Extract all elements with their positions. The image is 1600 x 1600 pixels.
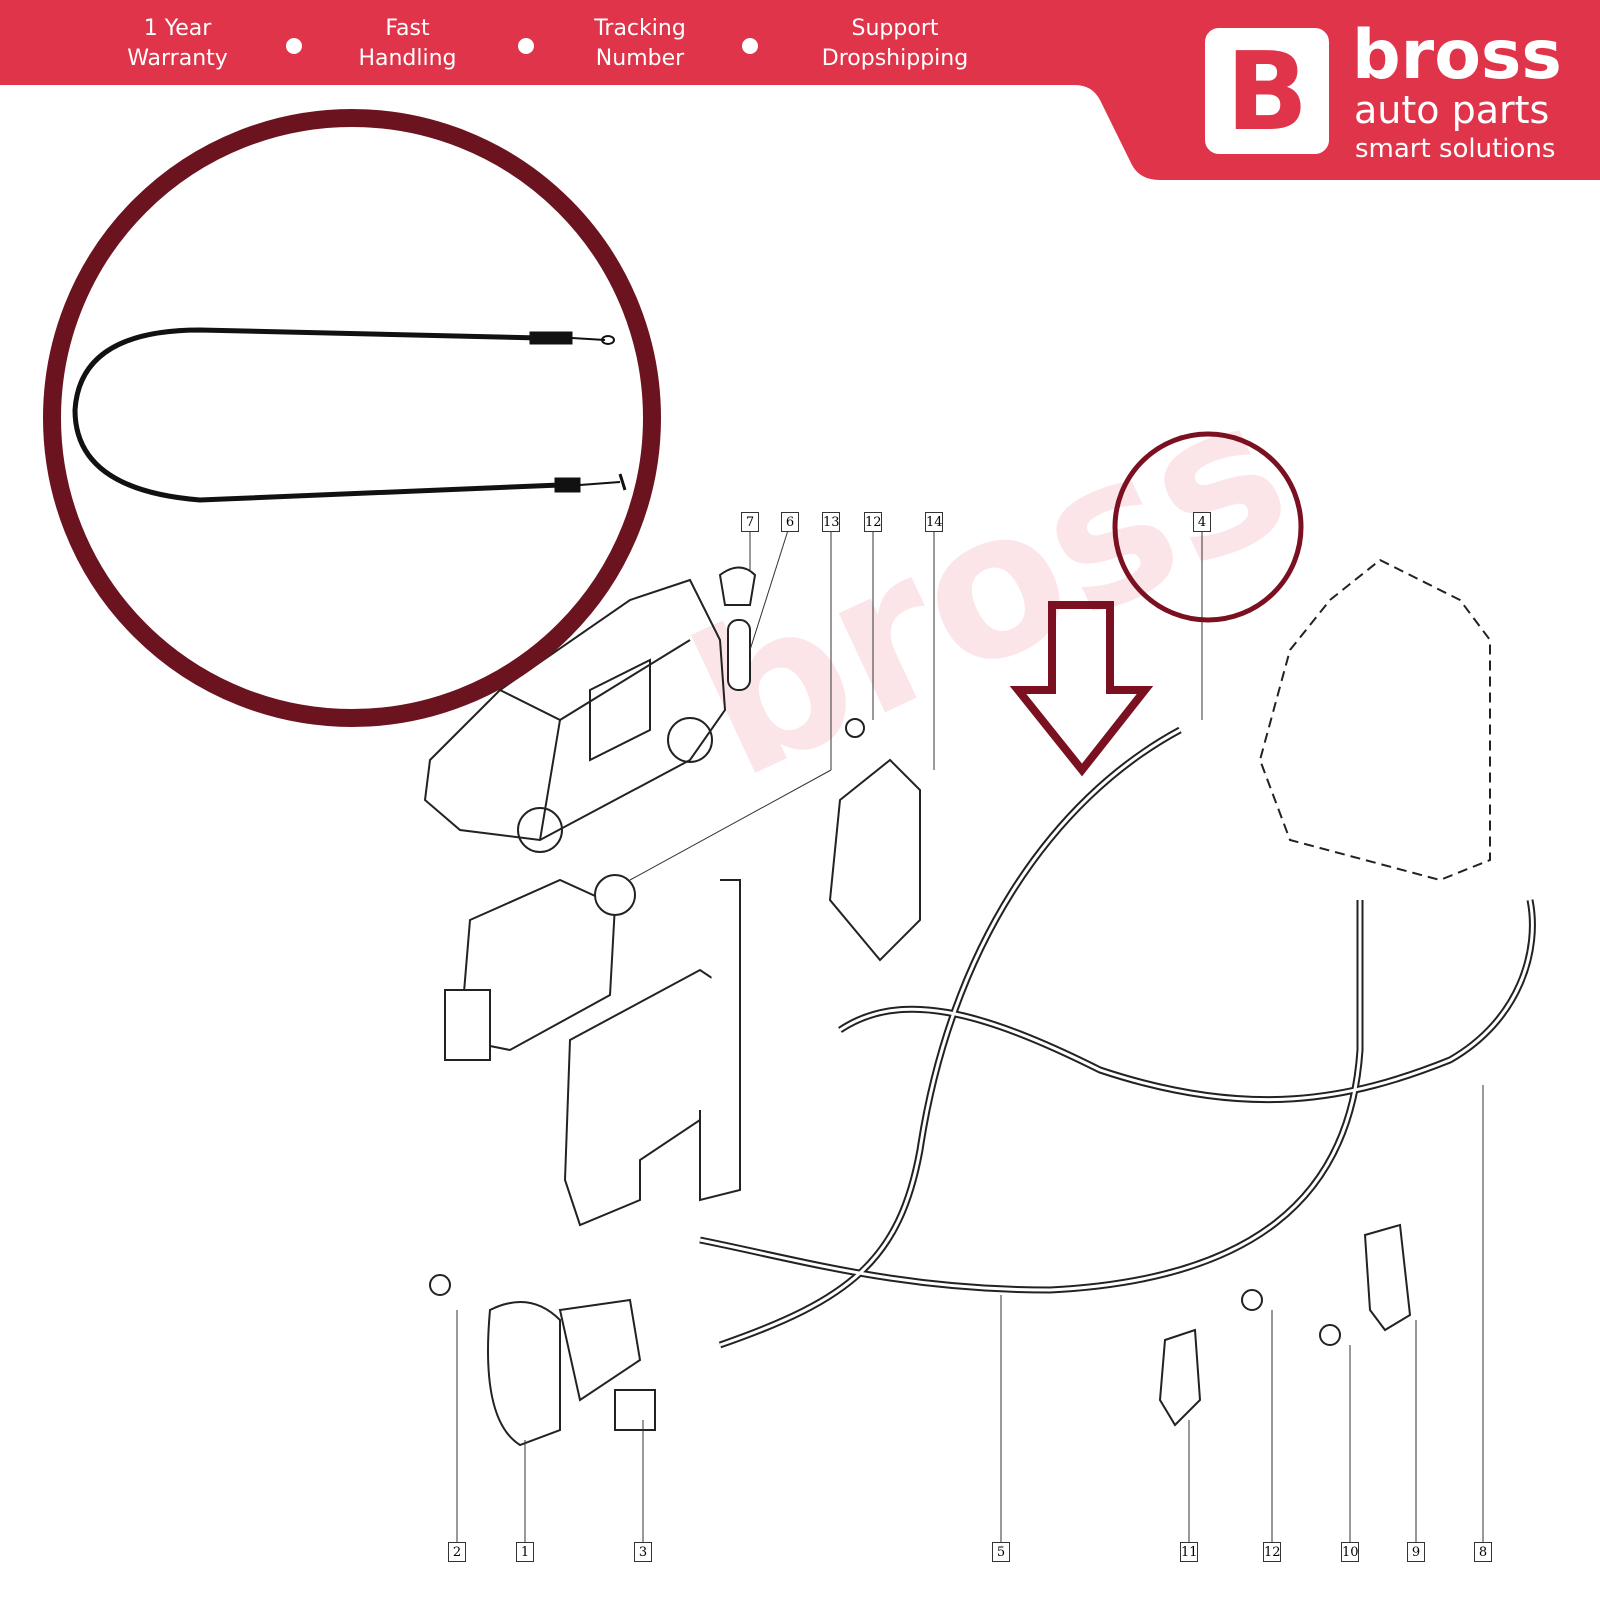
logo-letter: B xyxy=(1225,30,1309,155)
down-arrow-icon xyxy=(1009,601,1154,777)
part-label: 6 xyxy=(781,512,799,532)
separator-dot xyxy=(286,38,302,54)
part-label: 11 xyxy=(1180,1542,1198,1562)
part-label: 14 xyxy=(925,512,943,532)
part-label: 1 xyxy=(516,1542,534,1562)
van-illustration xyxy=(423,578,727,853)
part-label: 8 xyxy=(1474,1542,1492,1562)
brand-logo: B xyxy=(1205,28,1329,155)
brand-sub: auto parts xyxy=(1354,88,1550,132)
separator-dot xyxy=(742,38,758,54)
part-label: 2 xyxy=(448,1542,466,1562)
part-label: 12 xyxy=(1263,1542,1281,1562)
part-label: 13 xyxy=(822,512,840,532)
feature-warranty: 1 Year Warranty xyxy=(127,16,228,71)
feature-handling: Fast Handling xyxy=(358,16,457,71)
lock-parts xyxy=(429,566,1412,1447)
part-label: 4 xyxy=(1193,512,1211,532)
highlight-circle-small xyxy=(1112,431,1304,623)
inset-circle xyxy=(43,109,661,727)
inset-cable xyxy=(72,327,627,503)
brand-tagline: smart solutions xyxy=(1355,134,1556,164)
brand-name: bross xyxy=(1352,16,1562,95)
svg-text:bross: bross xyxy=(662,351,1320,823)
part-label: 3 xyxy=(634,1542,652,1562)
part-label: 7 xyxy=(741,512,759,532)
part-label: 9 xyxy=(1407,1542,1425,1562)
separator-dot xyxy=(518,38,534,54)
part-label: 5 xyxy=(992,1542,1010,1562)
feature-tracking: Tracking Number xyxy=(594,16,686,71)
part-label: 12 xyxy=(864,512,882,532)
door-outline xyxy=(1258,558,1491,882)
part-label: 10 xyxy=(1341,1542,1359,1562)
cables xyxy=(699,726,1536,1349)
watermark: bross xyxy=(662,351,1320,823)
feature-dropshipping: Support Dropshipping xyxy=(821,16,969,71)
